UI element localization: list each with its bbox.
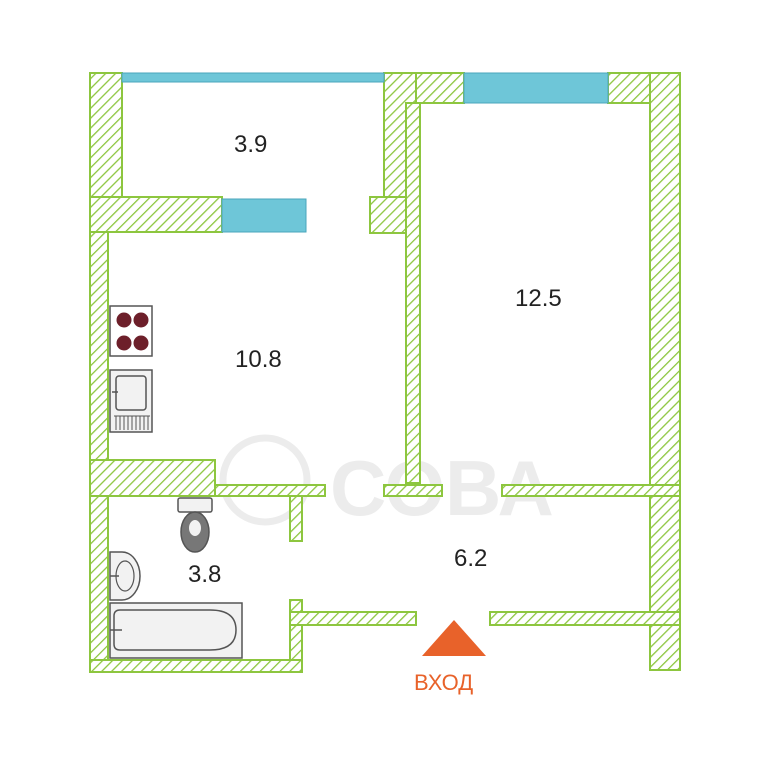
walls [89, 72, 681, 673]
wall-bathroom-bottom [89, 659, 303, 673]
wall-hall-bottom-right [489, 611, 681, 626]
room-area-hallway: 6.2 [454, 545, 487, 572]
room-area-bathroom: 3.8 [188, 561, 221, 588]
wall-partition-lower [405, 102, 421, 484]
window-living-room [463, 72, 609, 104]
washbasin-icon [109, 551, 141, 601]
wall-balcony-bottom [89, 196, 223, 233]
toilet-icon [177, 497, 213, 553]
wall-door-stub-right [501, 484, 681, 497]
wall-kitchen-bottom-ext [214, 484, 326, 497]
window-balcony [121, 72, 385, 83]
kitchen-sink-icon [109, 369, 153, 433]
wall-left-kitchen [89, 229, 109, 461]
entrance-label: ВХОД [414, 670, 473, 695]
entrance-arrow-icon [422, 620, 486, 656]
wall-kitchen-bottom [89, 459, 216, 497]
room-area-balcony: 3.9 [234, 131, 267, 158]
window-kitchen [221, 198, 307, 233]
wall-door-stub-left [383, 484, 443, 497]
bathtub-icon [109, 602, 243, 659]
room-area-living-room: 12.5 [515, 285, 562, 312]
wall-bathroom-partition-upper [289, 495, 303, 542]
room-area-kitchen: 10.8 [235, 346, 282, 373]
stove-icon [109, 305, 153, 357]
wall-hall-bottom-left [289, 611, 417, 626]
wall-right [649, 72, 681, 671]
